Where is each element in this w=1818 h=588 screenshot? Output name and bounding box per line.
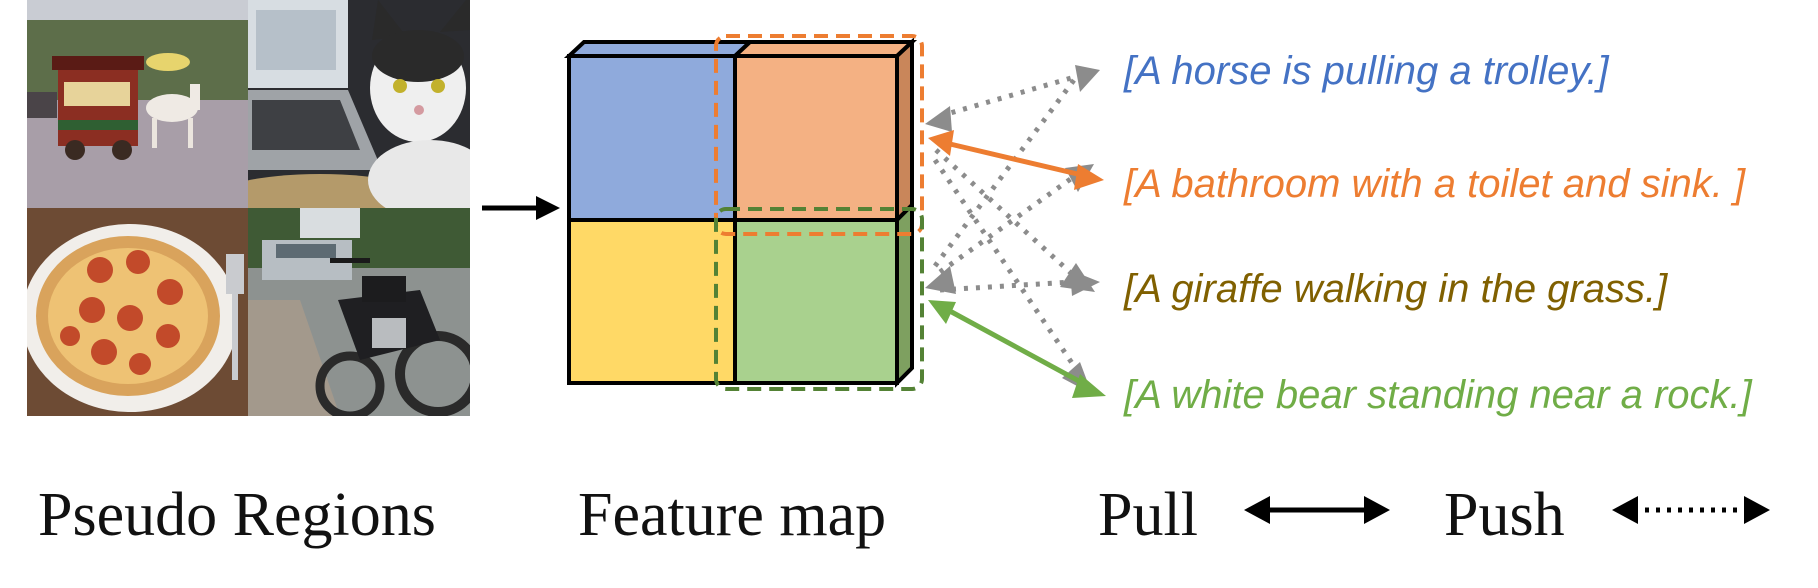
motorcycle-engine (372, 318, 406, 348)
pepperoni (126, 250, 150, 274)
caption-horse: [A horse is pulling a trolley.] (1123, 49, 1610, 93)
pepperoni (129, 353, 151, 375)
feature-cell-bottom-left (567, 218, 737, 385)
feature-map-cube (563, 34, 924, 391)
caption-giraffe: [A giraffe walking in the grass.] (1123, 267, 1668, 311)
umbrella (146, 53, 190, 71)
pull-arrow-orange (928, 130, 1104, 190)
tile-sky (300, 208, 360, 238)
legend-pull-arrow (1244, 496, 1390, 524)
cat-ear-left (372, 0, 406, 40)
motorcycle-tank (362, 276, 406, 302)
caption-bear: [A white bear standing near a rock.] (1123, 373, 1753, 417)
push-arrowhead (1075, 65, 1100, 92)
cat-eye (431, 79, 445, 93)
cat-forehead (372, 30, 464, 82)
photo-cat-laptop (248, 0, 470, 208)
laptop-keys (252, 100, 360, 150)
legend-pull-label: Pull (1098, 481, 1198, 549)
push-arrow (932, 70, 1083, 268)
pepperoni (91, 339, 117, 365)
push-arrowhead (1070, 270, 1100, 296)
trolley-window (64, 82, 130, 106)
input-arrow (482, 196, 560, 220)
feature-cell-top-right (733, 54, 899, 222)
horse-body (146, 94, 198, 122)
cat-body (368, 140, 470, 208)
cube-side-face-top (895, 37, 914, 225)
push-arrowhead (925, 106, 952, 132)
push-arrow (939, 73, 1079, 119)
cat-ear-right (440, 0, 470, 32)
crowd (27, 92, 57, 118)
car-windshield (276, 244, 336, 258)
photo-pizza (27, 208, 248, 416)
laptop-screen-text (256, 10, 336, 70)
horse-leg (188, 118, 193, 148)
legend: Pull Push (1098, 481, 1770, 549)
feature-map-label: Feature map (578, 481, 886, 549)
legend-push-label: Push (1444, 481, 1565, 549)
pepperoni-group (60, 250, 183, 375)
motorcycle-wheel-rear (315, 351, 385, 416)
pepperoni (157, 279, 183, 305)
fork-head (226, 254, 244, 294)
pepperoni (79, 297, 105, 323)
push-arrow (938, 175, 1074, 275)
cube-top-face-right (729, 40, 918, 58)
trolley-body (58, 68, 138, 146)
trolley-trim (58, 120, 138, 130)
trolley-wheel (112, 140, 132, 160)
cat-eye (393, 79, 407, 93)
caption-bathroom: [A bathroom with a toilet and sink. ] (1123, 162, 1746, 206)
push-arrow (939, 279, 1073, 293)
push-arrowhead (925, 266, 956, 294)
pepperoni (156, 324, 180, 348)
pseudo-regions-grid (27, 0, 470, 416)
cube-top-face (563, 40, 756, 58)
motorcycle-handlebar (330, 258, 370, 263)
pseudo-regions-label: Pseudo Regions (38, 481, 436, 549)
photo-street-horse-trolley (27, 0, 248, 208)
highlight-box-green (714, 207, 924, 391)
fork-handle (232, 290, 238, 380)
photo-motorcycle (248, 208, 470, 416)
horse-leg (152, 118, 157, 148)
pepperoni (117, 305, 143, 331)
captions: [A horse is pulling a trolley.] [A bathr… (1123, 49, 1753, 417)
cube-side-face-bottom (895, 200, 914, 388)
feature-cell-top-left (567, 54, 737, 222)
trolley-wheel (65, 140, 85, 160)
pepperoni (60, 326, 80, 346)
legend-push-arrow (1612, 496, 1770, 524)
horse-neck (190, 84, 200, 110)
pepperoni (87, 257, 113, 283)
highlight-box-orange (714, 34, 924, 236)
cat-nose (414, 105, 424, 115)
push-arrows (932, 70, 1083, 374)
feature-cell-bottom-right (733, 218, 899, 385)
trolley-roof (52, 56, 144, 70)
pull-arrow-green (928, 300, 1106, 398)
